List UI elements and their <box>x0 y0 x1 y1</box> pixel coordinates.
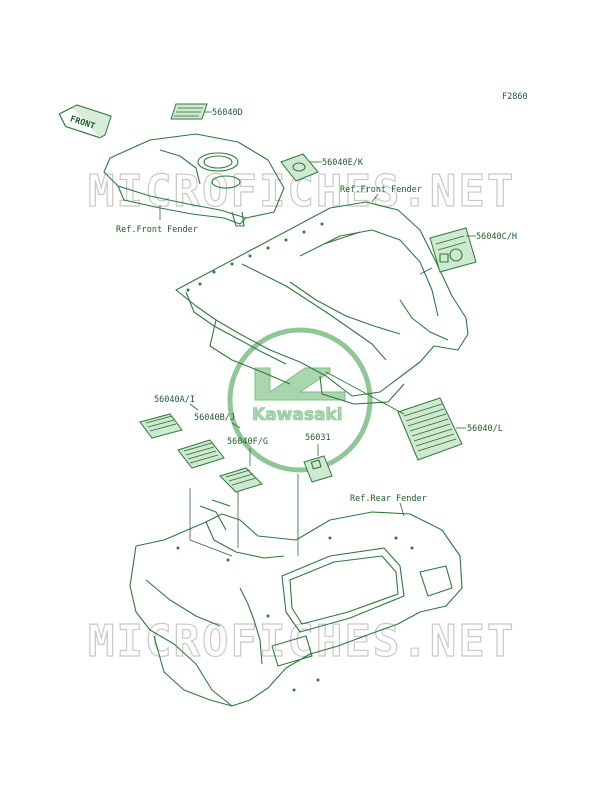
front-cover <box>103 133 285 227</box>
decal-56040bj <box>177 439 225 469</box>
label-ref-front-fender-left: Ref.Front Fender <box>116 225 198 235</box>
decal-56031 <box>303 455 333 483</box>
label-56040d: 56040D <box>212 108 243 118</box>
label-56040ek: 56040E/K <box>322 158 364 168</box>
kawasaki-logo: Kawasaki <box>227 327 373 473</box>
label-56040bj: 56040B/J <box>194 413 235 423</box>
decal-56040ch <box>429 227 477 273</box>
decal-56040d <box>170 103 208 120</box>
figure-code: F2860 <box>502 92 528 102</box>
label-56040l: 56040/L <box>467 424 503 434</box>
label-56040ai: 56040A/I <box>154 395 195 405</box>
label-56040ch: 56040C/H <box>476 232 517 242</box>
label-ref-front-fender-right: Ref.Front Fender <box>340 185 422 195</box>
decal-56040l <box>397 397 463 461</box>
label-56031: 56031 <box>305 433 331 443</box>
label-56040fg: 56040F/G <box>227 437 268 447</box>
label-ref-rear-fender: Ref.Rear Fender <box>350 494 427 504</box>
decal-56040ai <box>139 413 183 439</box>
svg-text:Kawasaki: Kawasaki <box>252 405 343 425</box>
front-direction-arrow: FRONT <box>58 104 112 139</box>
front-fender <box>175 201 469 405</box>
decal-56040fg <box>219 467 263 493</box>
decal-56040ek <box>280 153 319 182</box>
rear-fender <box>129 499 463 707</box>
